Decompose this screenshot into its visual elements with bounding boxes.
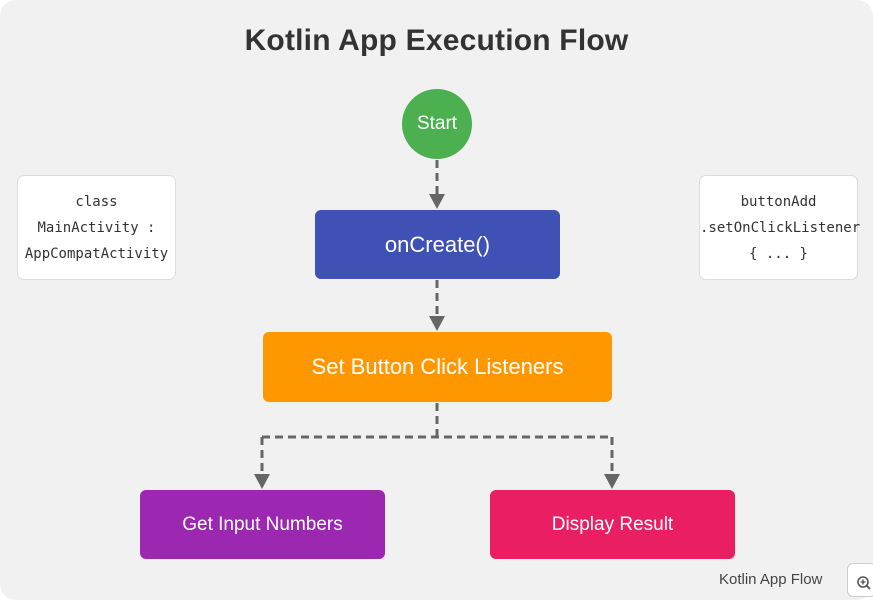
oncreate-label: onCreate() bbox=[384, 231, 491, 257]
diagram-caption: Kotlin App Flow bbox=[719, 571, 823, 588]
button-listener-code-note: buttonAdd .setOnClickListener { ... } bbox=[699, 175, 861, 280]
code-line: AppCompatActivity bbox=[24, 245, 169, 262]
code-line: { ... } bbox=[748, 245, 808, 262]
display-result-node: Display Result bbox=[490, 490, 735, 559]
arrowhead-get-input bbox=[254, 474, 270, 489]
get-input-node: Get Input Numbers bbox=[140, 490, 385, 559]
code-line: .setOnClickListener bbox=[700, 219, 861, 236]
diagram-title: Kotlin App Execution Flow bbox=[244, 24, 629, 57]
arrowhead-oncreate bbox=[429, 194, 445, 209]
start-node: Start bbox=[402, 89, 472, 159]
zoom-in-icon bbox=[857, 576, 871, 590]
display-result-label: Display Result bbox=[551, 513, 674, 535]
oncreate-node: onCreate() bbox=[315, 210, 560, 279]
set-listeners-label: Set Button Click Listeners bbox=[311, 354, 564, 379]
code-line: MainActivity : bbox=[37, 219, 156, 236]
code-line: class bbox=[75, 193, 118, 210]
arrowhead-listeners bbox=[429, 316, 445, 331]
main-activity-code-note: class MainActivity : AppCompatActivity bbox=[17, 175, 176, 280]
code-line: buttonAdd bbox=[740, 193, 817, 210]
set-listeners-node: Set Button Click Listeners bbox=[263, 332, 612, 402]
get-input-label: Get Input Numbers bbox=[182, 513, 343, 535]
start-label: Start bbox=[416, 113, 458, 134]
arrowhead-display-result bbox=[604, 474, 620, 489]
zoom-button[interactable] bbox=[847, 563, 873, 597]
